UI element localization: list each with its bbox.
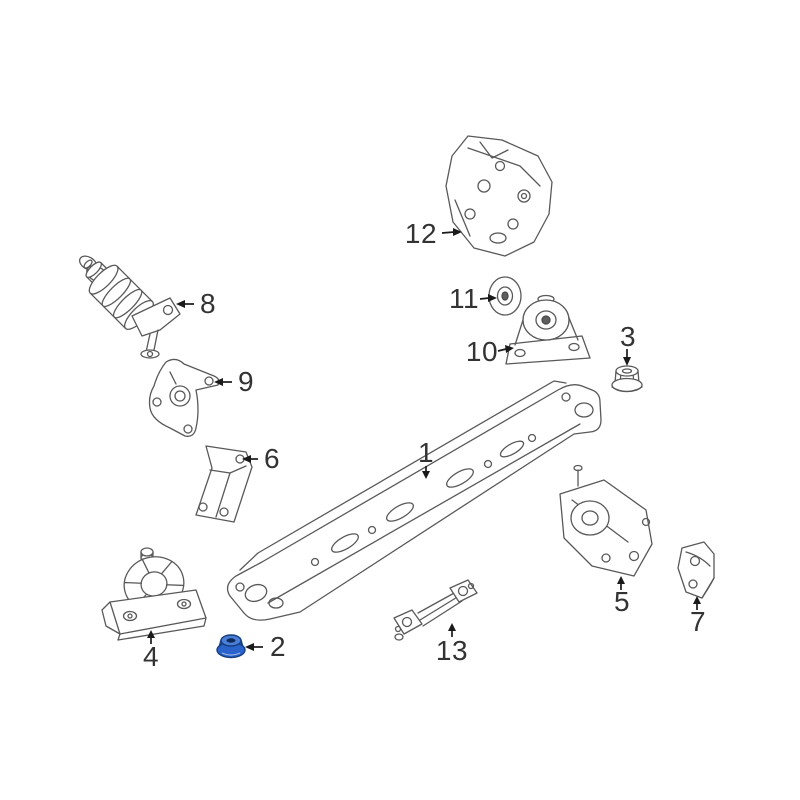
part-9-drawing [148,358,220,437]
callout-12[interactable]: 12 [404,218,438,249]
callout-4[interactable]: 4 [142,641,160,672]
part-10-drawing [505,294,591,365]
arrow-5 [617,576,625,590]
part-1-drawing [226,380,602,621]
part-3-drawing [611,365,643,393]
arrow-9 [214,378,232,386]
arrow-4 [147,630,155,644]
part-8-drawing [78,255,181,359]
arrow-7 [693,596,701,610]
arrow-8 [176,300,194,308]
callout-13[interactable]: 13 [435,635,469,666]
part-7-drawing [677,541,715,599]
arrow-6 [242,455,258,463]
callout-8[interactable]: 8 [199,288,217,319]
part-11-drawing [488,276,522,316]
arrow-11 [479,294,497,302]
part-4-drawing [101,547,207,641]
callout-9[interactable]: 9 [237,366,255,397]
part-13-drawing [393,579,478,641]
callout-5[interactable]: 5 [613,586,631,617]
callout-3[interactable]: 3 [619,321,637,352]
part-5-drawing [559,464,653,577]
arrow-10 [497,345,514,353]
arrow-12 [441,228,462,236]
callout-7[interactable]: 7 [689,606,707,637]
callout-2[interactable]: 2 [269,631,287,662]
arrow-2 [245,643,263,651]
part-6-drawing [195,445,253,523]
callout-11[interactable]: 11 [448,283,480,314]
callout-1[interactable]: 1 [417,437,435,468]
arrow-1 [422,466,430,479]
arrow-3 [623,349,631,366]
part-12-drawing [445,135,553,257]
part-2-highlighted-drawing[interactable] [216,634,246,659]
callout-10[interactable]: 10 [465,336,499,367]
callout-arrows [147,228,701,651]
arrow-13 [448,623,456,637]
callout-6[interactable]: 6 [263,443,281,474]
